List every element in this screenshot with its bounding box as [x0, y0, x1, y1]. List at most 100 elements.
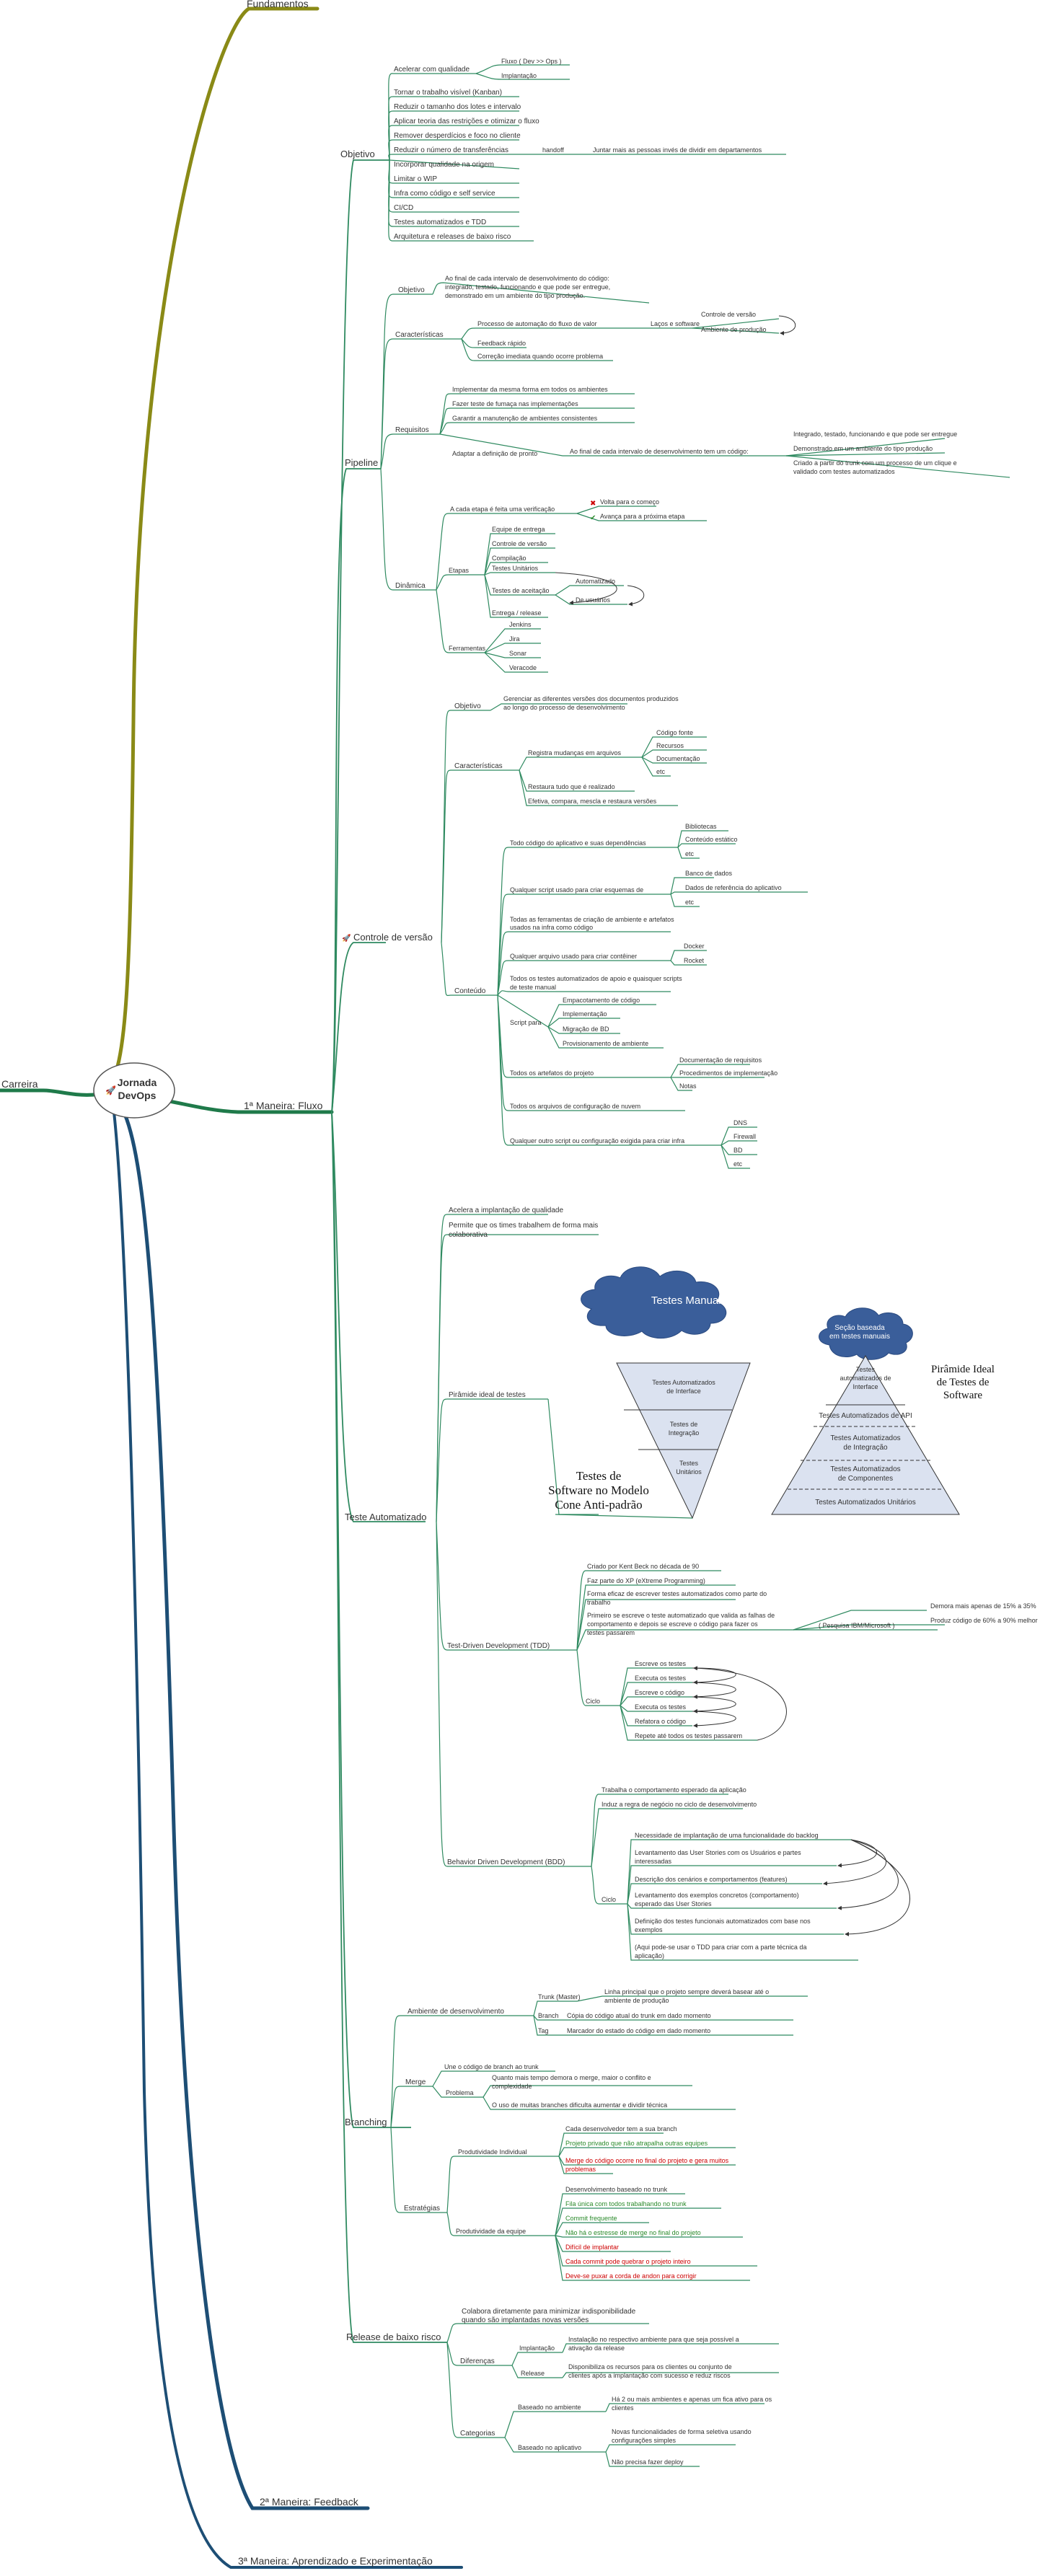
etapa-2: Controle de versão: [492, 540, 547, 547]
objetivo-item-12: Arquitetura e releases de baixo risco: [394, 233, 511, 241]
branch-carreira[interactable]: Carreira: [1, 1078, 38, 1090]
branch-aprendizado[interactable]: 3ª Maneira: Aprendizado e Experimentação: [238, 2555, 433, 2567]
branching-prob-2: complexidade: [492, 2083, 532, 2090]
bdd-ciclo-8: exemplos: [635, 1926, 663, 1933]
cv-c4: Qualquer arquivo usado para criar contêi…: [510, 953, 637, 960]
pyr-caption-1: Pirâmide Ideal: [931, 1364, 995, 1375]
pyr-caption-3: Software: [943, 1390, 982, 1401]
branch-fundamentos[interactable]: Fundamentos: [247, 0, 309, 9]
cv-carac-more-2: Efetiva, compara, mescla e restaura vers…: [528, 798, 657, 805]
pipeline-lacos-2: Ambiente de produção: [701, 326, 767, 333]
branching-prob-3: O uso de muitas branches dificulta aumen…: [492, 2101, 667, 2109]
cone-cloud-label: Testes Manuais: [651, 1294, 726, 1307]
cone-l2-1: Testes de: [670, 1421, 698, 1428]
release-label[interactable]: Release de baixo risco: [346, 2332, 441, 2342]
cv-c7-3: Notas: [679, 1082, 697, 1090]
ferr-4: Veracode: [509, 664, 537, 671]
bdd-ciclo-6: esperado das User Stories: [635, 1900, 712, 1907]
objetivo-item-8: Limitar o WIP: [394, 175, 437, 183]
tdd-ciclo-5: Refatora o código: [635, 1718, 686, 1725]
cv-c2-3: etc: [685, 899, 695, 906]
bdd-ciclo-1: Necessidade de implantação de uma funcio…: [635, 1832, 819, 1839]
root-node[interactable]: [93, 1062, 175, 1119]
release-intro-2: quando são implantadas novas versões: [462, 2316, 589, 2324]
bdd-ciclo-7: Definição dos testes funcionais automati…: [635, 1918, 811, 1925]
pipeline-verif-1: Volta para o começo: [600, 498, 659, 506]
cv-c5-2: de teste manual: [510, 984, 556, 991]
pyr-l1-1: Testes: [856, 1366, 876, 1373]
handoff-label: handoff: [542, 146, 564, 154]
pipeline-objetivo-text-2: integrado, testado, funcionando e que po…: [445, 283, 610, 291]
branching-pe-7: Deve-se puxar a corda de andon para corr…: [565, 2272, 697, 2280]
tdd-item-7: testes passarem: [587, 1629, 635, 1636]
branch-feedback[interactable]: 2ª Maneira: Feedback: [260, 2496, 359, 2507]
ta-label[interactable]: Teste Automatizado: [345, 1512, 426, 1522]
tdd-pesquisa: ( Pesquisa IBM/Microsoft ): [819, 1622, 895, 1629]
objetivo-item-9: Infra como código e self service: [394, 190, 495, 198]
pyr-caption-2: de Testes de: [937, 1377, 990, 1388]
cv-c3-2: usados na infra como código: [510, 924, 593, 931]
pipeline-lacos: Laços e software: [651, 320, 700, 327]
tdd-label: Test-Driven Development (TDD): [447, 1642, 550, 1650]
pyr-l5: Testes Automatizados Unitários: [815, 1499, 916, 1507]
pipeline-pronto-text: Ao final de cada intervalo de desenvolvi…: [570, 448, 749, 455]
objetivo-item-11: Testes automatizados e TDD: [394, 219, 486, 226]
pipeline-label[interactable]: Pipeline: [345, 457, 378, 468]
objetivo-label[interactable]: Objetivo: [340, 149, 375, 159]
bdd-item-2: Induz a regra de negócio no ciclo de des…: [602, 1801, 757, 1808]
branching-trunk-desc-2: ambiente de produção: [604, 1997, 669, 2004]
release-impl-desc-1: Instalação no respectivo ambiente para q…: [568, 2336, 739, 2343]
aceit-2: De usuários: [576, 596, 611, 604]
branching-label[interactable]: Branching: [345, 2117, 387, 2127]
branch-fluxo[interactable]: 1ª Maneira: Fluxo: [244, 1100, 323, 1111]
cv-carac-more-1: Restaura tudo que é realizado: [528, 783, 615, 790]
cv-label[interactable]: Controle de versão: [353, 932, 433, 943]
cv-c4-1: Docker: [684, 943, 705, 950]
cv-c1-3: etc: [685, 850, 695, 857]
cv-c9-2: Firewall: [733, 1133, 756, 1140]
cv-c5-1: Todos os testes automatizados de apoio e…: [510, 975, 682, 982]
pipeline-pronto-4: validado com testes automatizados: [793, 468, 895, 475]
cv-conteudo-label: Conteúdo: [454, 987, 486, 995]
pyr-l3-1: Testes Automatizados: [830, 1434, 900, 1442]
bdd-item-1: Trabalha o comportamento esperado da apl…: [602, 1786, 746, 1794]
cv-c1-2: Conteúdo estático: [685, 836, 738, 843]
cv-c3-1: Todas as ferramentas de criação de ambie…: [510, 916, 674, 923]
release-intro-1: Colabora diretamente para minimizar indi…: [462, 2308, 636, 2316]
branching-trunk: Trunk (Master): [538, 1993, 581, 2001]
cv-c6: Script para: [510, 1019, 542, 1026]
tdd-ciclo-2: Executa os testes: [635, 1675, 687, 1682]
connector-feedback: [120, 1107, 370, 2510]
cv-c2-1: Banco de dados: [685, 870, 733, 877]
release-cat2-desc-2: configurações simples: [612, 2437, 677, 2444]
objetivo-item-6: Reduzir o número de transferências: [394, 146, 508, 154]
cv-registra-3: Documentação: [656, 755, 700, 762]
cv-c6-3: Migração de BD: [563, 1025, 609, 1033]
acelerar-sub-1: Fluxo ( Dev >> Ops ): [501, 58, 562, 65]
tdd-ciclo-1: Escreve os testes: [635, 1660, 687, 1667]
branching-pi-label: Produtividade Individual: [458, 2148, 527, 2156]
ta-intro-1: Acelera a implantação de qualidade: [449, 1207, 563, 1214]
cone-l1-2: de Interface: [666, 1388, 701, 1395]
branching-trunk-desc-1: Linha principal que o projeto sempre dev…: [604, 1988, 769, 1995]
cv-c7-2: Procedimentos de implementação: [679, 1069, 777, 1077]
branching-pi-1: Cada desenvolvedor tem a sua branch: [565, 2125, 677, 2132]
pipeline-req-2: Fazer teste de fumaça nas implementações: [452, 400, 578, 407]
cv-c1-1: Bibliotecas: [685, 823, 717, 830]
root-title-1: Jornada: [118, 1077, 157, 1088]
cv-c9-3: BD: [733, 1147, 743, 1154]
cv-registra: Registra mudanças em arquivos: [528, 749, 622, 757]
release-cat-label: Categorias: [460, 2430, 495, 2438]
cv-c7-1: Documentação de requisitos: [679, 1057, 762, 1064]
pipeline-objetivo-label: Objetivo: [398, 286, 425, 294]
cv-registra-1: Código fonte: [656, 729, 693, 736]
objetivo-item-1: Acelerar com qualidade: [394, 66, 470, 74]
cone-l2-2: Integração: [669, 1429, 700, 1437]
connector-carreira: [0, 1088, 96, 1097]
etapa-1: Equipe de entrega: [492, 526, 545, 533]
cv-c8: Todos os arquivos de configuração de nuv…: [510, 1103, 640, 1110]
cv-objetivo-text-2: ao longo do processo de desenvolvimento: [503, 704, 625, 711]
branching-pe-1: Desenvolvimento baseado no trunk: [565, 2186, 668, 2193]
cv-carac-label: Características: [454, 762, 503, 770]
